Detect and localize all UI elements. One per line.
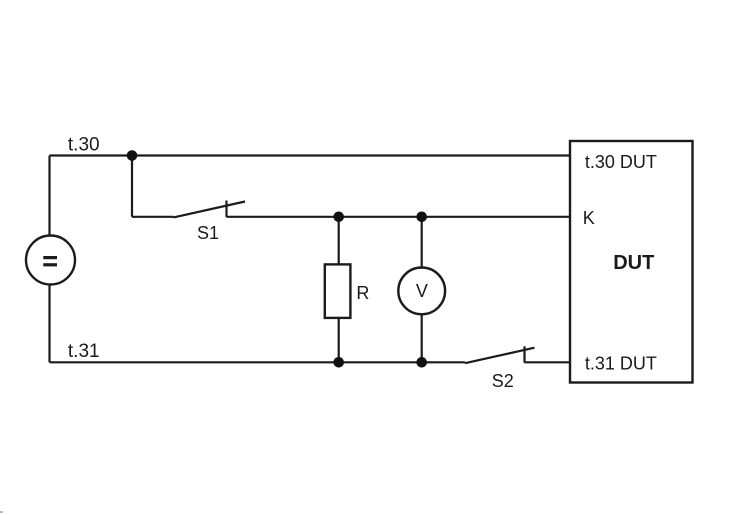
svg-text:t.30: t.30: [68, 135, 100, 156]
svg-text:V: V: [416, 281, 428, 301]
svg-text:t.30 DUT: t.30 DUT: [585, 152, 657, 172]
svg-text:t.31 DUT: t.31 DUT: [585, 354, 657, 374]
svg-text:S2: S2: [492, 371, 514, 391]
svg-text:K: K: [583, 208, 595, 228]
svg-text:DUT: DUT: [613, 252, 654, 274]
svg-text:R: R: [356, 283, 369, 303]
svg-text:S1: S1: [197, 223, 219, 243]
svg-text:t.31: t.31: [68, 341, 100, 362]
